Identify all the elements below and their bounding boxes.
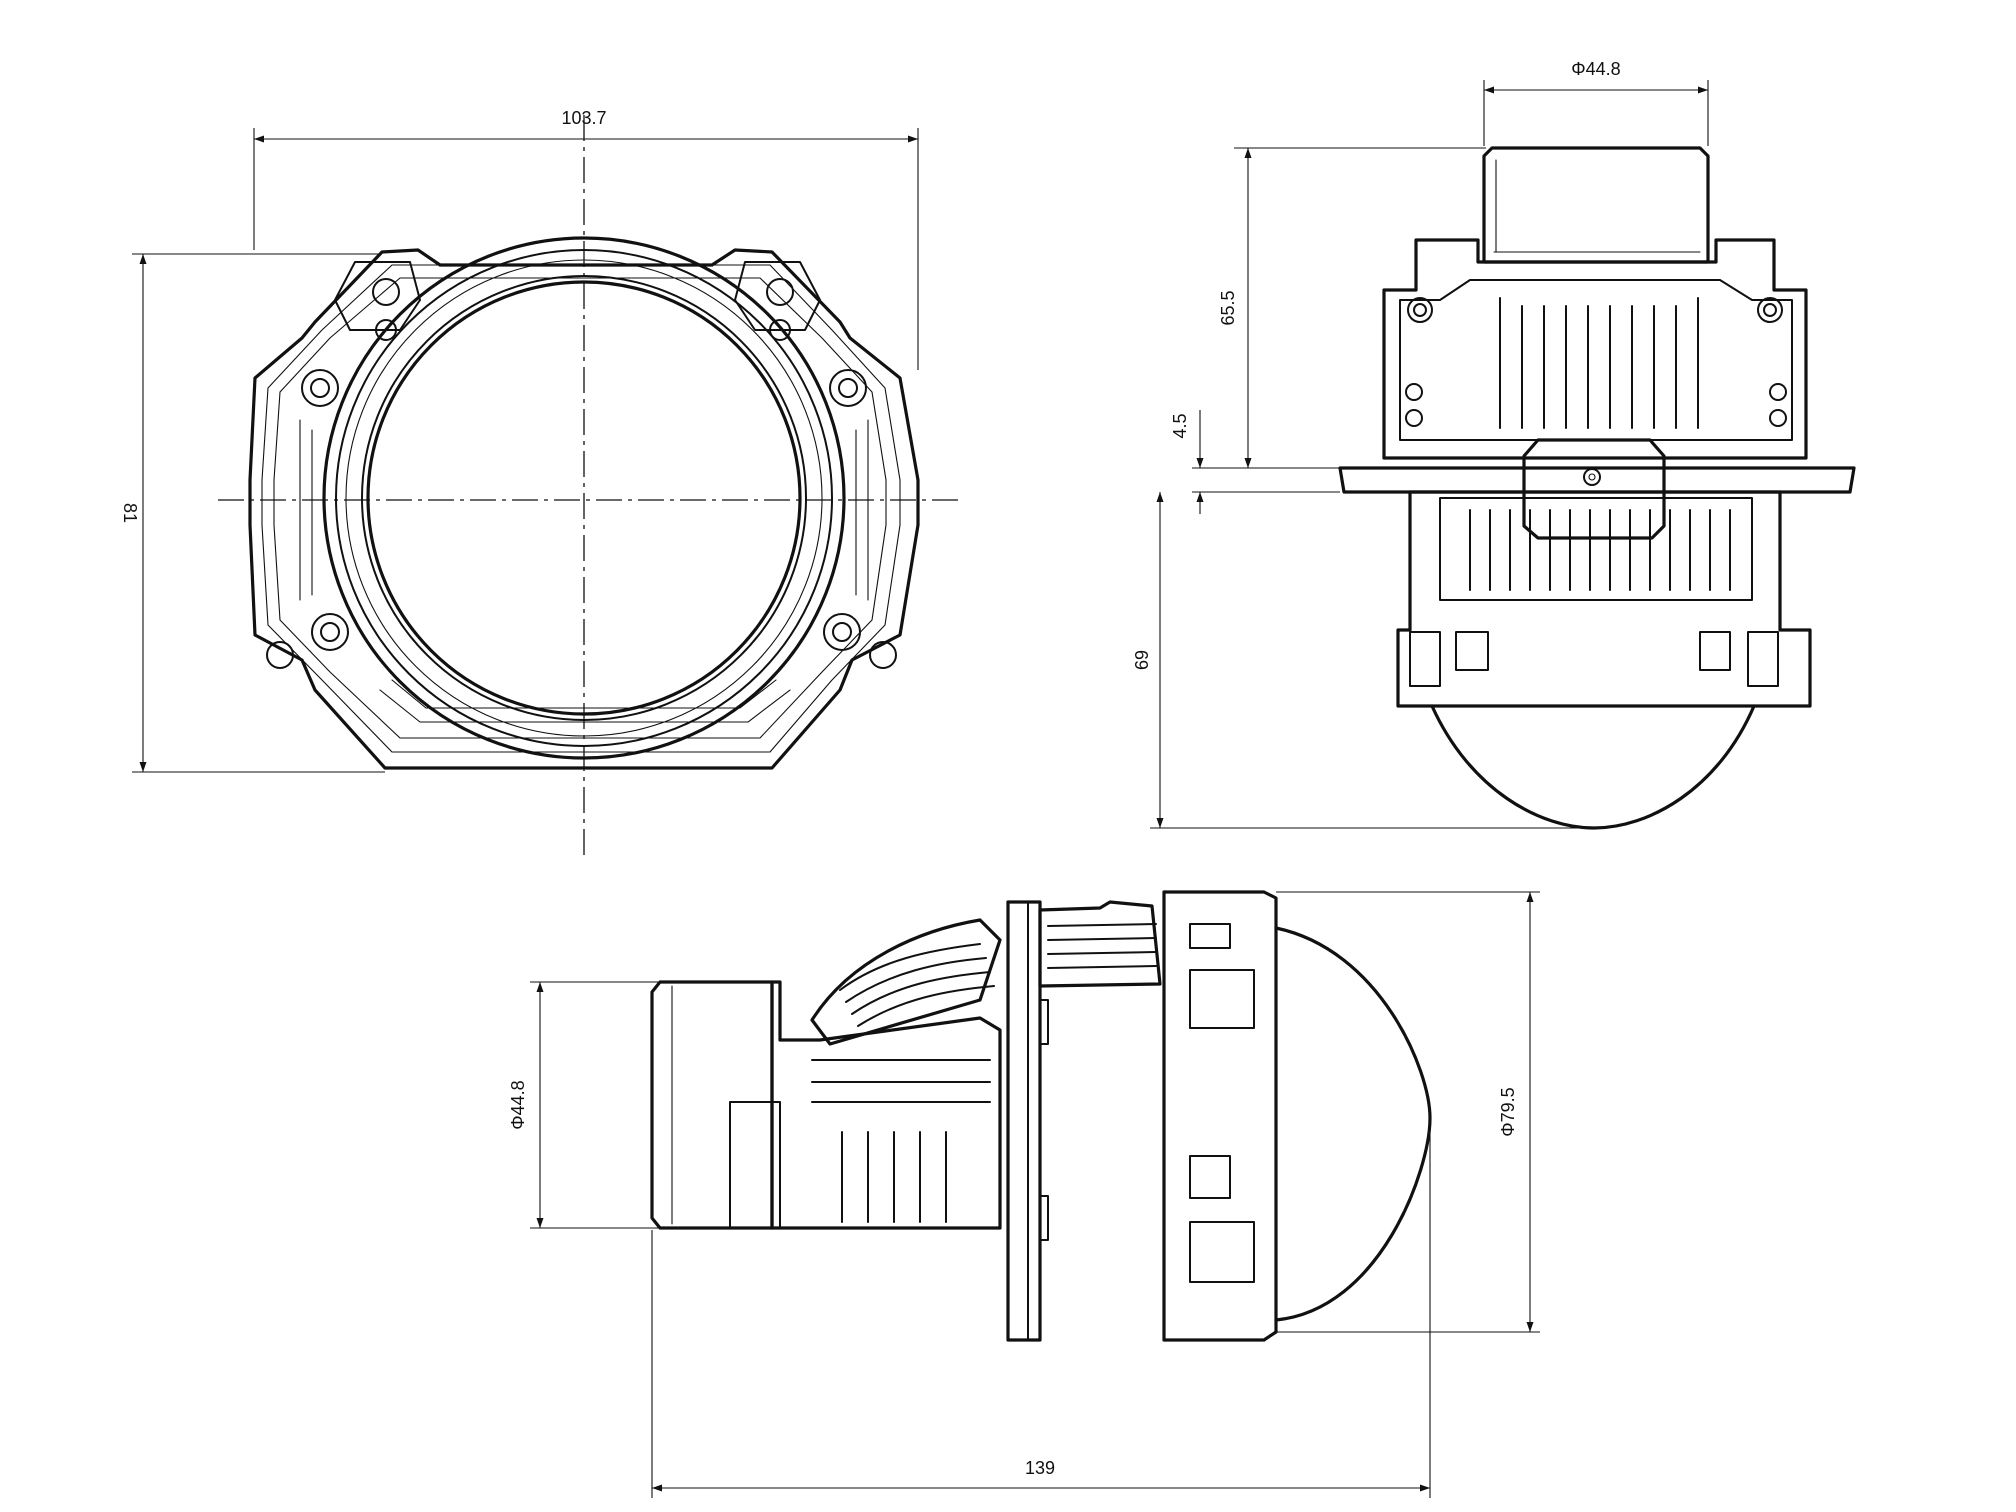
top-lower-dimension: 69: [1132, 650, 1152, 670]
screw-boss-icon: [301, 369, 867, 651]
front-view: 103.7 81: [120, 108, 958, 860]
top-diameter-dimension: Φ44.8: [1571, 59, 1620, 79]
front-height-dimension: 81: [120, 503, 140, 523]
top-flange-dimension: 4.5: [1170, 413, 1190, 438]
side-view: Φ44.8 Φ79.5 139: [508, 890, 1540, 1498]
side-rear-diameter-dimension: Φ44.8: [508, 1080, 528, 1129]
top-height-dimension: 65.5: [1218, 290, 1238, 325]
side-length-dimension: 139: [1025, 1458, 1055, 1478]
side-lens-diameter-dimension: Φ79.5: [1498, 1087, 1518, 1136]
mounting-hole-icon: [266, 278, 897, 669]
top-view: Φ44.8 65.5 4.5 69: [1132, 59, 1856, 830]
screw-boss-icon: [1405, 297, 1787, 427]
front-width-dimension: 103.7: [561, 108, 606, 128]
